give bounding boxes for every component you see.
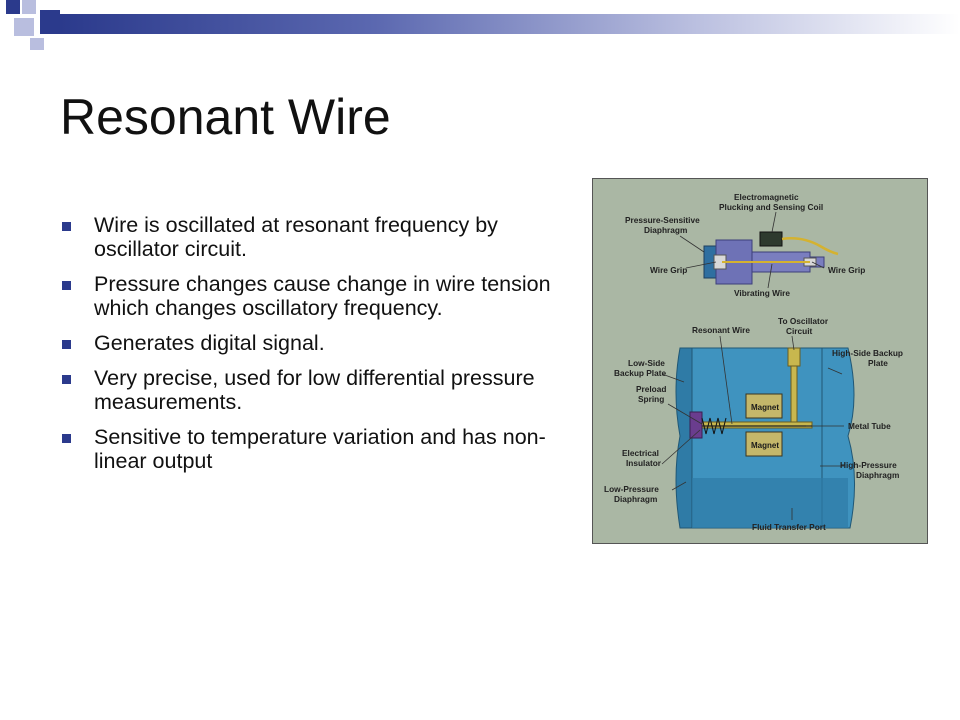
bullet-text: Generates digital signal. (94, 331, 325, 355)
bottom-sensor-drawing: Magnet Magnet (675, 347, 855, 529)
label-low-diaphragm-line1: Low-Pressure (604, 484, 659, 494)
label-resonant-wire: Resonant Wire (692, 325, 750, 335)
bullet-marker (62, 281, 71, 290)
label-coil-line1: Electromagnetic (734, 192, 799, 202)
label-high-diaphragm-line2: Diaphragm (856, 470, 899, 480)
label-vibrating-wire: Vibrating Wire (734, 288, 790, 298)
bullet-item: Generates digital signal. (62, 331, 582, 355)
label-insulator-line1: Electrical (622, 448, 659, 458)
label-metal-tube: Metal Tube (848, 421, 891, 431)
label-diaphragm-line2: Diaphragm (644, 225, 687, 235)
header-square-light (30, 38, 44, 50)
bullet-list: Wire is oscillated at resonant frequency… (62, 213, 582, 484)
label-oscillator-line1: To Oscillator (778, 316, 829, 326)
header-square-light (22, 0, 36, 14)
bullet-item: Sensitive to temperature variation and h… (62, 425, 582, 473)
top-sensor-drawing (703, 231, 839, 285)
label-insulator-line2: Insulator (626, 458, 662, 468)
label-low-backup-line1: Low-Side (628, 358, 665, 368)
label-preload-line2: Spring (638, 394, 664, 404)
label-oscillator-line2: Circuit (786, 326, 813, 336)
slide-title: Resonant Wire (60, 89, 391, 145)
label-wire-grip-left: Wire Grip (650, 265, 687, 275)
header-square-light (14, 18, 34, 36)
bullet-marker (62, 434, 71, 443)
label-low-backup-line2: Backup Plate (614, 368, 666, 378)
label-fluid-port: Fluid Transfer Port (752, 522, 826, 532)
bullet-marker (62, 222, 71, 231)
header-square-dark (6, 0, 20, 14)
bullet-item: Very precise, used for low differential … (62, 366, 582, 414)
bullet-item: Pressure changes cause change in wire te… (62, 272, 582, 320)
label-magnet-bottom: Magnet (751, 441, 779, 450)
label-high-backup-line1: High-Side Backup (832, 348, 903, 358)
bullet-marker (62, 375, 71, 384)
bullet-text: Pressure changes cause change in wire te… (94, 272, 551, 320)
label-magnet-top: Magnet (751, 403, 779, 412)
label-diaphragm-line1: Pressure-Sensitive (625, 215, 700, 225)
bullet-marker (62, 340, 71, 349)
label-wire-grip-right: Wire Grip (828, 265, 865, 275)
header-gradient-bar (60, 14, 960, 34)
bullet-text: Wire is oscillated at resonant frequency… (94, 213, 498, 261)
resonant-wire-diagram: Electromagnetic Plucking and Sensing Coi… (592, 178, 928, 544)
label-low-diaphragm-line2: Diaphragm (614, 494, 657, 504)
header-square-dark (40, 10, 60, 34)
bullet-text: Very precise, used for low differential … (94, 366, 535, 414)
bottom-sensor-leaders (661, 335, 844, 520)
label-preload-line1: Preload (636, 384, 666, 394)
bullet-text: Sensitive to temperature variation and h… (94, 425, 546, 473)
top-sensor-leaders (679, 211, 825, 289)
label-coil-line2: Plucking and Sensing Coil (719, 202, 823, 212)
label-high-backup-line2: Plate (868, 358, 888, 368)
bullet-item: Wire is oscillated at resonant frequency… (62, 213, 582, 261)
label-high-diaphragm-line1: High-Pressure (840, 460, 897, 470)
